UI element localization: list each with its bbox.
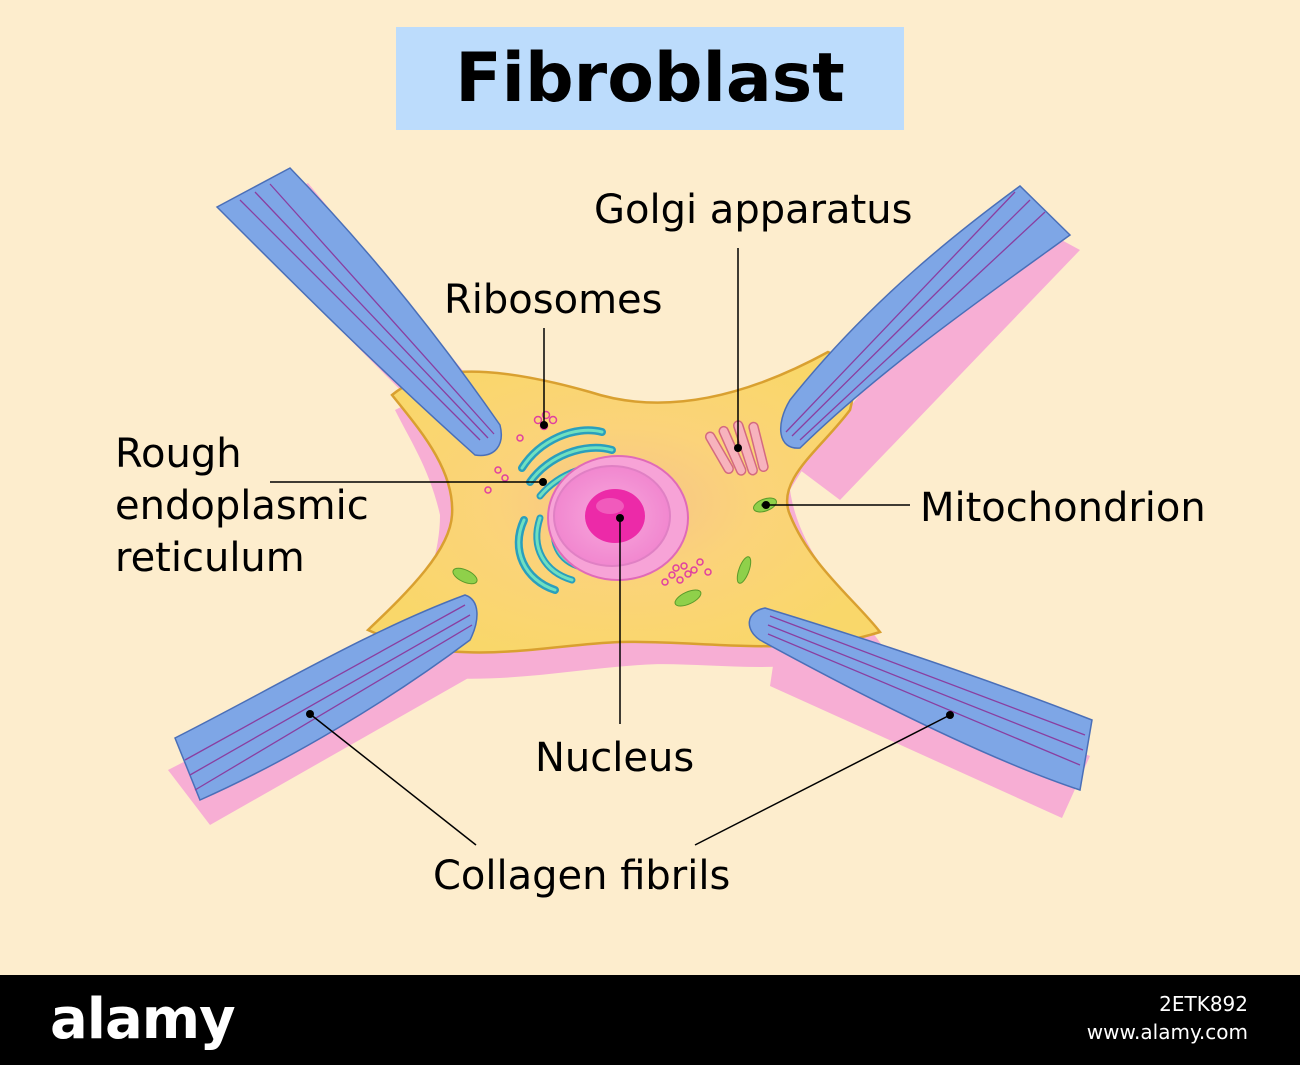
page-title: Fibroblast bbox=[455, 39, 845, 118]
leader-dots bbox=[306, 421, 954, 719]
label-ribosomes: Ribosomes bbox=[444, 277, 663, 323]
footer-image-id: 2ETK892 bbox=[1159, 992, 1248, 1016]
fibril-top-left bbox=[215, 167, 502, 457]
fibril-striations bbox=[184, 183, 1086, 791]
footer-logo: alamy bbox=[50, 987, 236, 1052]
title-box: Fibroblast bbox=[396, 27, 904, 130]
collagen-leader-left bbox=[309, 713, 477, 846]
label-golgi-apparatus: Golgi apparatus bbox=[594, 187, 913, 233]
footer-site: www.alamy.com bbox=[1086, 1020, 1248, 1044]
label-rer-line2: endoplasmic bbox=[115, 483, 369, 529]
collagen-leader-right bbox=[694, 714, 951, 846]
label-mitochondrion: Mitochondrion bbox=[920, 485, 1206, 531]
golgi-apparatus bbox=[704, 420, 769, 476]
label-nucleus: Nucleus bbox=[535, 735, 695, 781]
label-rer-line1: Rough bbox=[115, 431, 242, 477]
diagram-canvas bbox=[168, 167, 1093, 846]
fibril-bottom-right bbox=[748, 607, 1093, 791]
label-collagen-fibrils: Collagen fibrils bbox=[433, 853, 731, 899]
fibril-top-right bbox=[780, 185, 1072, 449]
footer-bar: alamy 2ETK892 www.alamy.com bbox=[0, 975, 1300, 1065]
fibril-shadow-top-right bbox=[800, 210, 1080, 500]
leader-lines bbox=[270, 248, 951, 846]
label-rer-line3: reticulum bbox=[115, 535, 305, 581]
